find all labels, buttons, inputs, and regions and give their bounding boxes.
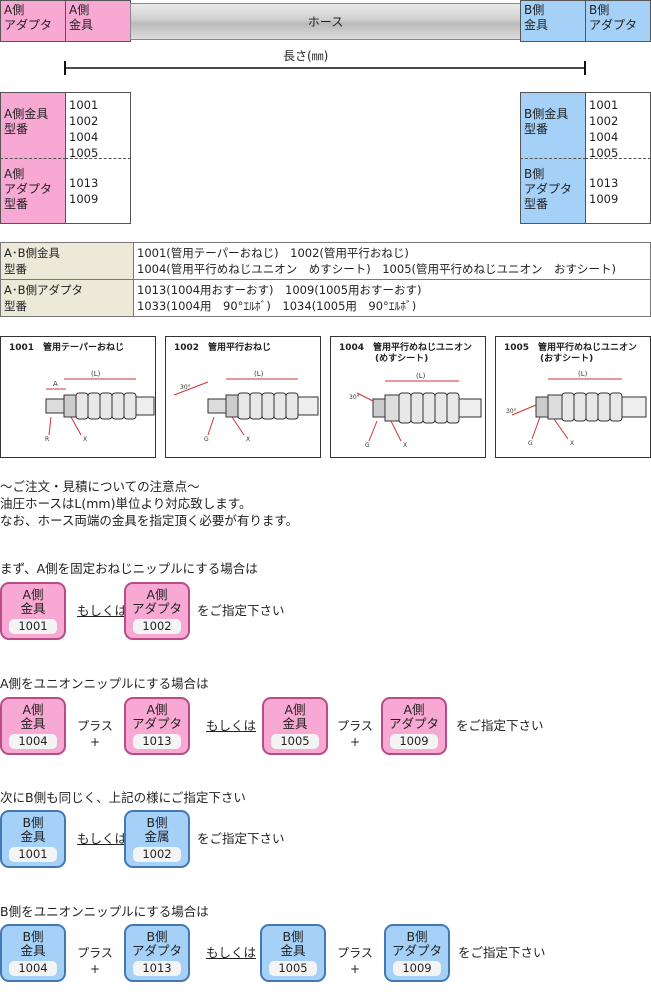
type-table: A･B側金具 型番 1001(管用テーパーおねじ) 1002(管用平行おねじ)1…	[0, 242, 651, 317]
fitting-type-label: A･B側金具 型番	[0, 242, 134, 280]
section-a-union-title: A側をユニオンニップルにする場合は	[0, 676, 209, 691]
fitting-type-values: 1001(管用テーパーおねじ) 1002(管用平行おねじ)1004(管用平行めね…	[133, 242, 651, 280]
b-fitting-codes: 1001 1002 1004 1005	[585, 92, 651, 160]
a-fitting-code-label: A側金具 型番	[0, 92, 66, 159]
svg-text:(L): (L)	[91, 370, 101, 378]
figure-1005: 1005 管用平行めねじユニオン (おすシート) (L) 30° G X	[495, 336, 651, 458]
plus-label: プラス +	[337, 946, 373, 976]
hose-label: ホース	[307, 15, 344, 29]
svg-text:G: G	[204, 436, 209, 443]
figure-caption: 1005 管用平行めねじユニオン (おすシート)	[504, 343, 638, 364]
figure-caption: 1004 管用平行めねじユニオン (めすシート)	[339, 343, 473, 364]
a-fitting-codes: 1001 1002 1004 1005	[65, 92, 131, 160]
a-adapter-code-label: A側 アダプタ 型番	[0, 158, 66, 224]
notes-line-1: 油圧ホースはL(mm)単位より対応致します。	[0, 496, 252, 511]
svg-text:(L): (L)	[254, 370, 264, 378]
svg-text:X: X	[246, 436, 250, 443]
b-fitting-header: B側 金具	[520, 0, 586, 42]
svg-text:30°: 30°	[180, 384, 191, 391]
instruction-end: をご指定下さい	[197, 831, 285, 846]
adapter-type-label: A･B側アダプタ 型番	[0, 279, 134, 317]
b-adapter-codes: 1013 1009	[585, 158, 651, 224]
section-a-fixed-title: まず、A側を固定おねじニップルにする場合は	[0, 561, 258, 576]
a-adapter-header: A側 アダプタ	[0, 0, 66, 42]
svg-text:(L): (L)	[416, 372, 426, 380]
or-label: もしくは	[77, 603, 128, 618]
instruction-end: をご指定下さい	[456, 718, 544, 733]
svg-text:G: G	[365, 442, 370, 449]
svg-text:X: X	[403, 442, 407, 449]
svg-text:G: G	[528, 440, 533, 447]
svg-text:X: X	[83, 436, 87, 443]
length-dimension-line	[64, 61, 586, 75]
plus-label: プラス +	[77, 719, 113, 749]
svg-text:30°: 30°	[506, 408, 517, 415]
svg-text:(L): (L)	[578, 370, 588, 378]
table-row: A･B側金具 型番 1001(管用テーパーおねじ) 1002(管用平行おねじ)1…	[0, 242, 651, 280]
section-b-union-title: B側をユニオンニップルにする場合は	[0, 904, 209, 919]
hose-bar: ホース	[130, 3, 521, 40]
fitting-drawing-icon: (L) A R X	[45, 370, 155, 443]
section-b-fixed-title: 次にB側も同じく、上記の様にご指定下さい	[0, 790, 246, 805]
figure-1004: 1004 管用平行めねじユニオン (めすシート) (L) 30° G X	[330, 336, 486, 458]
or-label: もしくは	[206, 718, 257, 733]
a-adapter-codes: 1013 1009	[65, 158, 131, 224]
figure-1002: 1002 管用平行おねじ (L) 30° G X	[165, 336, 321, 458]
figure-caption: 1002 管用平行おねじ	[174, 343, 272, 353]
or-label: もしくは	[77, 831, 128, 846]
fitting-drawing-icon: (L) 30° G X	[506, 370, 647, 447]
a-fitting-header: A側 金具	[65, 0, 131, 42]
or-label: もしくは	[206, 945, 257, 960]
notes-line-2: なお、ホース両端の金具を指定頂く必要が有ります。	[0, 513, 299, 528]
svg-text:R: R	[45, 436, 49, 443]
adapter-type-values: 1013(1004用おすーおす) 1009(1005用おすーおす)1033(10…	[133, 279, 651, 317]
table-row: A･B側アダプタ 型番 1013(1004用おすーおす) 1009(1005用お…	[0, 279, 651, 317]
instruction-end: をご指定下さい	[197, 603, 285, 618]
plus-label: プラス +	[77, 946, 113, 976]
svg-text:30°: 30°	[349, 394, 360, 401]
fitting-drawing-icon: (L) 30° G X	[173, 370, 319, 443]
svg-text:A: A	[53, 380, 58, 388]
b-fitting-code-label: B側金具 型番	[520, 92, 586, 159]
svg-text:X: X	[570, 440, 574, 447]
figure-1001: 1001 管用テーパーおねじ (L) A R X	[0, 336, 156, 458]
figure-caption: 1001 管用テーパーおねじ	[9, 343, 124, 353]
length-label: 長さ(㎜)	[283, 49, 329, 63]
plus-label: プラス +	[337, 719, 373, 749]
b-adapter-header: B側 アダプタ	[585, 0, 651, 42]
notes-heading: ～ご注文・見積についての注意点～	[0, 479, 200, 494]
b-adapter-code-label: B側 アダプタ 型番	[520, 158, 586, 224]
fitting-drawing-icon: (L) 30° G X	[349, 372, 482, 449]
instruction-end: をご指定下さい	[458, 945, 546, 960]
